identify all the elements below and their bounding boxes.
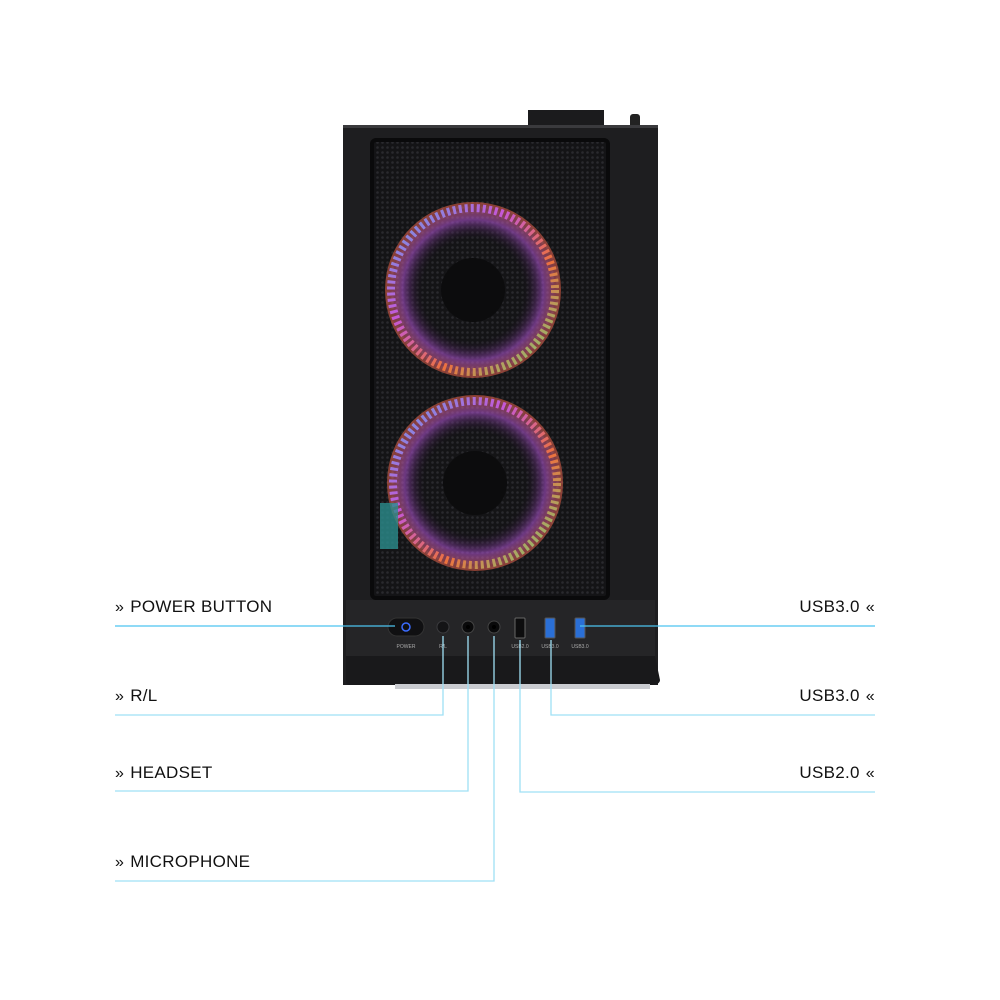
double-chevron-right-icon: » bbox=[115, 854, 125, 871]
callout-label: POWER BUTTON bbox=[130, 597, 273, 616]
callout-power-button: » POWER BUTTON bbox=[115, 597, 272, 618]
callout-microphone: » MICROPHONE bbox=[115, 852, 250, 873]
power-icon bbox=[401, 622, 411, 632]
rgb-fan-top bbox=[385, 202, 561, 378]
leader-line-microphone bbox=[115, 636, 495, 882]
port-label-usb3a: USB3.0 bbox=[541, 644, 558, 650]
callout-label: MICROPHONE bbox=[130, 852, 251, 871]
callout-label: HEADSET bbox=[130, 763, 213, 782]
double-chevron-right-icon: » bbox=[115, 765, 125, 782]
leader-line-rl bbox=[115, 636, 444, 716]
callout-headset: » HEADSET bbox=[115, 763, 213, 784]
leader-line-headset bbox=[115, 636, 469, 792]
reset-button[interactable] bbox=[436, 620, 450, 634]
port-label-power: POWER bbox=[397, 644, 416, 650]
callout-label: USB3.0 bbox=[799, 686, 860, 705]
callout-usb3-mid: USB3.0 « bbox=[799, 686, 875, 707]
callout-label: R/L bbox=[130, 686, 158, 705]
double-chevron-left-icon: « bbox=[865, 688, 875, 705]
usb3-port-right bbox=[574, 617, 586, 639]
double-chevron-left-icon: « bbox=[865, 765, 875, 782]
power-button[interactable] bbox=[387, 617, 425, 637]
callout-rl: » R/L bbox=[115, 686, 158, 707]
leader-line-usb2 bbox=[519, 640, 875, 793]
usb3-port-left bbox=[544, 617, 556, 639]
bottom-trim bbox=[395, 684, 650, 689]
top-io-bump bbox=[528, 110, 604, 128]
badge-sticker bbox=[380, 503, 398, 549]
rgb-fan-bottom bbox=[387, 395, 563, 571]
callout-usb2: USB2.0 « bbox=[799, 763, 875, 784]
top-knob bbox=[630, 114, 640, 128]
leader-line-usb3-mid bbox=[550, 640, 875, 716]
callout-usb3-top: USB3.0 « bbox=[799, 597, 875, 618]
callout-label: USB3.0 bbox=[799, 597, 860, 616]
double-chevron-right-icon: » bbox=[115, 688, 125, 705]
callout-label: USB2.0 bbox=[799, 763, 860, 782]
double-chevron-right-icon: » bbox=[115, 599, 125, 616]
double-chevron-left-icon: « bbox=[865, 599, 875, 616]
usb2-port bbox=[514, 617, 526, 639]
port-label-usb3b: USB3.0 bbox=[571, 644, 588, 650]
